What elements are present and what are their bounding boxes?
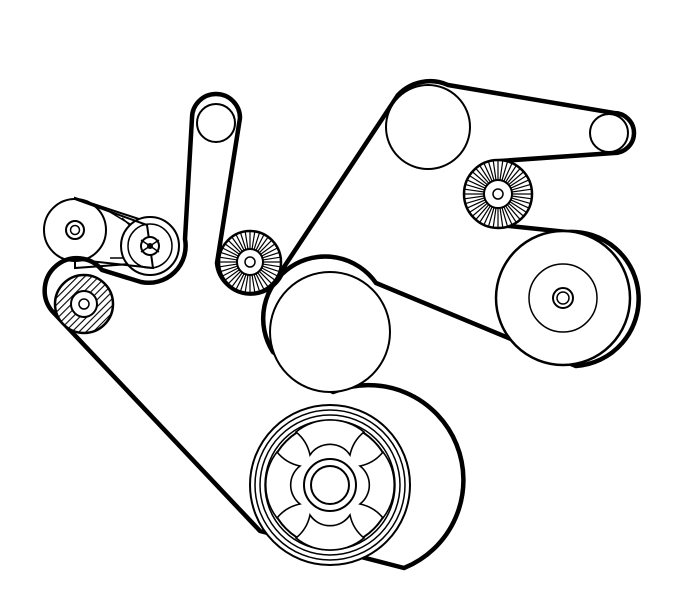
groove-rib (467, 199, 486, 209)
groove-rib (499, 207, 504, 227)
groove-rib (511, 188, 531, 193)
groove-rib (257, 237, 269, 252)
tensioner-arm (43, 196, 180, 276)
groove-rib (225, 269, 240, 281)
groove-rib (467, 179, 486, 189)
groove-rib (479, 205, 491, 223)
groove-rib (255, 273, 265, 290)
groove-rib (511, 195, 531, 200)
groove-rib (220, 263, 238, 268)
groove-rib (488, 207, 495, 226)
groove-rib (235, 234, 245, 251)
groove-rib (465, 195, 485, 200)
small-right-pulley (589, 113, 629, 153)
groove-rib (505, 165, 517, 183)
groove-rib (262, 256, 280, 261)
groove-rib (475, 168, 490, 184)
groove-rib (492, 207, 497, 227)
center-idler-pulley (217, 229, 283, 295)
groove-rib (260, 269, 275, 281)
groove-rib (260, 243, 275, 255)
groove-rib (509, 201, 527, 213)
groove-rib (508, 171, 524, 186)
groove-rib (483, 206, 493, 225)
groove-rib (253, 233, 260, 250)
groove-rib (258, 270, 272, 284)
groove-rib (510, 199, 529, 209)
groove-rib (228, 270, 242, 284)
groove-rib (483, 163, 493, 182)
groove-rib (221, 252, 238, 259)
groove-rib (258, 240, 272, 254)
groove-rib (261, 267, 278, 277)
groove-rib (228, 240, 242, 254)
drive-belt (42, 78, 641, 571)
groove-rib (244, 274, 249, 292)
groove-rib (510, 179, 529, 189)
groove-rib (235, 273, 245, 290)
groove-rib (253, 274, 260, 291)
large-upper-pulley (385, 84, 471, 170)
groove-rib (262, 252, 279, 259)
groove-rib (511, 197, 530, 204)
groove-rib (220, 256, 238, 261)
groove-rib (509, 175, 527, 187)
groove-rib (261, 247, 278, 257)
groove-rib (506, 168, 521, 184)
groove-rib (262, 263, 280, 268)
groove-rib (221, 265, 238, 272)
groove-rib (231, 237, 243, 252)
groove-rib (255, 234, 265, 251)
groove-rib (506, 204, 521, 220)
groove-rib (503, 206, 513, 225)
groove-rib (244, 232, 249, 250)
groove-rib (231, 272, 243, 287)
groove-rib (503, 163, 513, 182)
groove-rib (472, 171, 488, 186)
groove-rib (222, 247, 239, 257)
groove-rib (466, 197, 485, 204)
groove-rib (465, 188, 485, 193)
groove-rib (505, 205, 517, 223)
lower-middle-pulley (269, 271, 391, 393)
groove-rib (262, 265, 279, 272)
groove-rib (479, 165, 491, 183)
crankshaft-pulley (249, 404, 411, 566)
groove-rib (466, 184, 485, 191)
groove-rib (225, 243, 240, 255)
groove-rib (508, 202, 524, 217)
groove-rib (469, 201, 487, 213)
groove-rib (499, 161, 504, 181)
groove-rib (472, 202, 488, 217)
groove-rib (511, 184, 530, 191)
groove-rib (222, 267, 239, 277)
groove-rib (501, 162, 508, 181)
top-idler-pulley (196, 103, 236, 143)
groove-rib (240, 274, 247, 291)
right-grooved-pulley (462, 158, 534, 230)
groove-rib (240, 233, 247, 250)
groove-rib (501, 207, 508, 226)
groove-rib (257, 272, 269, 287)
tensioner-pulley (53, 273, 115, 335)
groove-rib (251, 232, 256, 250)
groove-rib (251, 274, 256, 292)
groove-rib (492, 161, 497, 181)
groove-rib (469, 175, 487, 187)
groove-rib (475, 204, 490, 220)
large-right-pulley (494, 229, 632, 367)
groove-rib (488, 162, 495, 181)
